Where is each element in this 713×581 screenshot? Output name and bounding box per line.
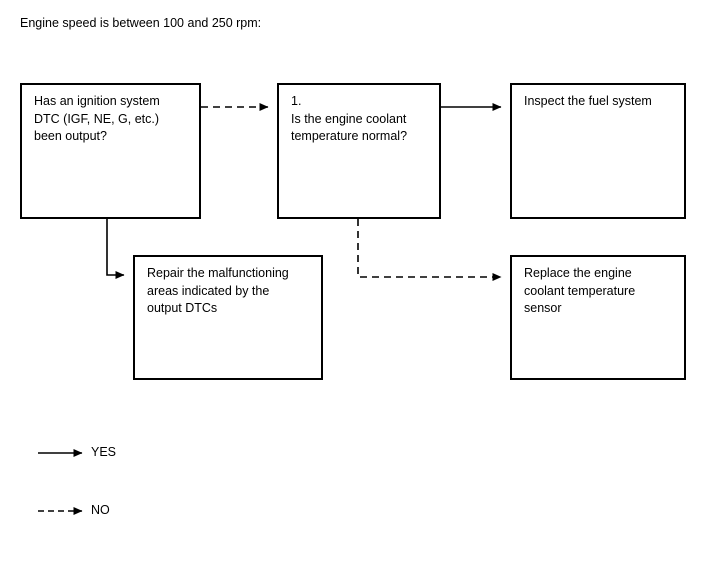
edge-ignition-to-repair-yes xyxy=(106,219,125,279)
node-ignition-system-dtc: Has an ignition system DTC (IGF, NE, G, … xyxy=(20,83,201,219)
node-repair-malfunctioning-areas-label: Repair the malfunctioning areas indicate… xyxy=(147,266,289,315)
node-replace-coolant-temperature-sensor-label: Replace the engine coolant temperature s… xyxy=(524,266,636,315)
node-ignition-system-dtc-label: Has an ignition system DTC (IGF, NE, G, … xyxy=(34,94,160,143)
node-replace-coolant-temperature-sensor: Replace the engine coolant temperature s… xyxy=(510,255,686,380)
node-inspect-fuel-system-label: Inspect the fuel system xyxy=(524,94,652,108)
node-engine-coolant-temperature-question-label: 1. Is the engine coolant temperature nor… xyxy=(291,94,408,143)
diagram-heading: Engine speed is between 100 and 250 rpm: xyxy=(20,16,262,30)
legend-no-label: NO xyxy=(91,503,110,517)
legend-no-arrow-icon xyxy=(38,507,83,515)
legend-yes-label: YES xyxy=(91,445,117,459)
node-inspect-fuel-system: Inspect the fuel system xyxy=(510,83,686,219)
edge-coolant-to-replace-no xyxy=(357,219,502,281)
node-engine-coolant-temperature-question: 1. Is the engine coolant temperature nor… xyxy=(277,83,441,219)
legend-yes-arrow-icon xyxy=(38,449,83,457)
node-repair-malfunctioning-areas: Repair the malfunctioning areas indicate… xyxy=(133,255,323,380)
